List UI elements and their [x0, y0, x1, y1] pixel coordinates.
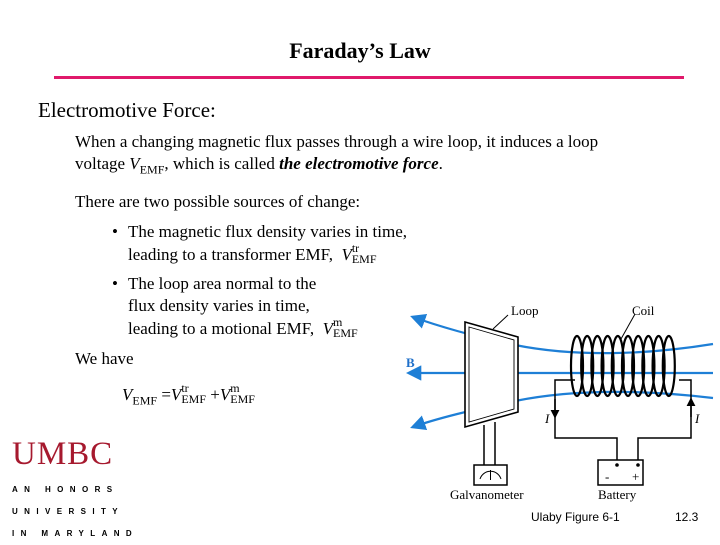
galvanometer — [473, 464, 508, 486]
coil-turn — [641, 334, 656, 398]
figure-caption: Ulaby Figure 6-1 — [531, 510, 620, 524]
slide-title: Faraday’s Law — [289, 38, 431, 63]
umbc-wordmark: UMBC — [12, 436, 114, 472]
b-field-label: B — [406, 355, 415, 370]
eq-v-m-superscript: m — [230, 381, 240, 395]
battery — [597, 459, 644, 486]
we-have-text: We have — [75, 349, 134, 368]
eq-plus: + — [210, 385, 220, 404]
coil-turn — [610, 334, 625, 398]
current-label-right: I — [694, 411, 700, 426]
title-divider — [54, 76, 684, 79]
coil-turn — [590, 334, 605, 398]
label-pointers — [492, 313, 636, 340]
eq-equals: = — [161, 385, 171, 404]
bullet-transformer: The magnetic flux density varies in time… — [128, 221, 458, 266]
intro-text-voltage: voltage — [75, 154, 130, 173]
intro-text-period: . — [438, 154, 443, 173]
current-label-left: I — [544, 411, 550, 426]
loop-leads — [483, 422, 496, 465]
v-m-superscript: m — [332, 315, 343, 329]
eq-v-tr-superscript: tr — [181, 381, 189, 395]
coil-turn — [600, 334, 615, 398]
page-number: 12.3 — [675, 510, 699, 524]
eq-v-m: V — [219, 385, 231, 404]
v-m-symbol: V — [322, 319, 333, 338]
intro-line-2: voltage VEMF, which is called the electr… — [75, 153, 705, 175]
intro-text-called: , which is called — [164, 154, 280, 173]
section-heading: Electromotive Force: — [38, 98, 216, 122]
coil-label: Coil — [632, 303, 655, 318]
umbc-tagline-2: UNIVERSITY — [12, 507, 125, 516]
coil-turn — [620, 334, 636, 398]
sources-paragraph: There are two possible sources of change… — [75, 192, 361, 211]
coil-turn — [651, 334, 666, 398]
v-emf-symbol: V — [129, 154, 140, 173]
faraday-figure: Loop Coil B I I - + Galvanometer Battery — [405, 303, 714, 502]
v-tr-subscript: EMF — [351, 252, 377, 266]
battery-plus-label: + — [632, 469, 639, 484]
battery-minus-label: - — [605, 469, 609, 484]
field-line-bottom — [410, 390, 714, 431]
coil-turn — [569, 334, 585, 398]
magnetic-field-lines — [405, 313, 714, 431]
battery-label: Battery — [598, 487, 637, 502]
bullet-motional-line-2: flux density varies in time, — [128, 296, 310, 315]
eq-v-total: V — [122, 385, 133, 404]
eq-v-m-subscript: EMF — [230, 392, 255, 406]
intro-paragraph: When a changing magnetic flux passes thr… — [75, 131, 705, 175]
umbc-tagline-1: AN HONORS — [12, 485, 119, 494]
bullet-transformer-line-1: The magnetic flux density varies in time… — [128, 222, 408, 241]
bullet-motional-text: leading to a motional EMF, — [128, 319, 315, 338]
loop-label: Loop — [511, 303, 538, 318]
coil-turn — [631, 334, 646, 398]
coil-turn — [661, 334, 676, 398]
umbc-logo: UMBC AN HONORS UNIVERSITY IN MARYLAND — [12, 438, 138, 545]
bullet-motional: The loop area normal to the flux density… — [128, 273, 408, 340]
coil-circuit — [554, 379, 692, 460]
v-tr-symbol: V — [341, 245, 352, 264]
bullet-motional-line-1: The loop area normal to the — [128, 274, 317, 293]
galvanometer-label: Galvanometer — [450, 487, 524, 502]
coil-turn — [580, 334, 595, 398]
solenoid-coil — [569, 334, 676, 398]
bullet-motional-dot: • — [112, 274, 118, 293]
eq-v-tr: V — [170, 385, 182, 404]
umbc-tagline-3: IN MARYLAND — [12, 529, 139, 538]
eq-v-total-subscript: EMF — [132, 393, 158, 408]
bullet-transformer-dot: • — [112, 222, 118, 241]
eq-v-tr-subscript: EMF — [181, 392, 206, 406]
emf-emphasis: the electromotive force — [279, 154, 439, 173]
v-tr-superscript: tr — [351, 241, 360, 255]
field-line-top — [410, 313, 714, 355]
v-emf-subscript: EMF — [139, 162, 165, 177]
bullet-transformer-text: leading to a transformer EMF, — [128, 245, 333, 264]
v-m-subscript: EMF — [332, 326, 358, 340]
wire-loop — [464, 320, 519, 429]
intro-line-1: When a changing magnetic flux passes thr… — [75, 132, 599, 151]
